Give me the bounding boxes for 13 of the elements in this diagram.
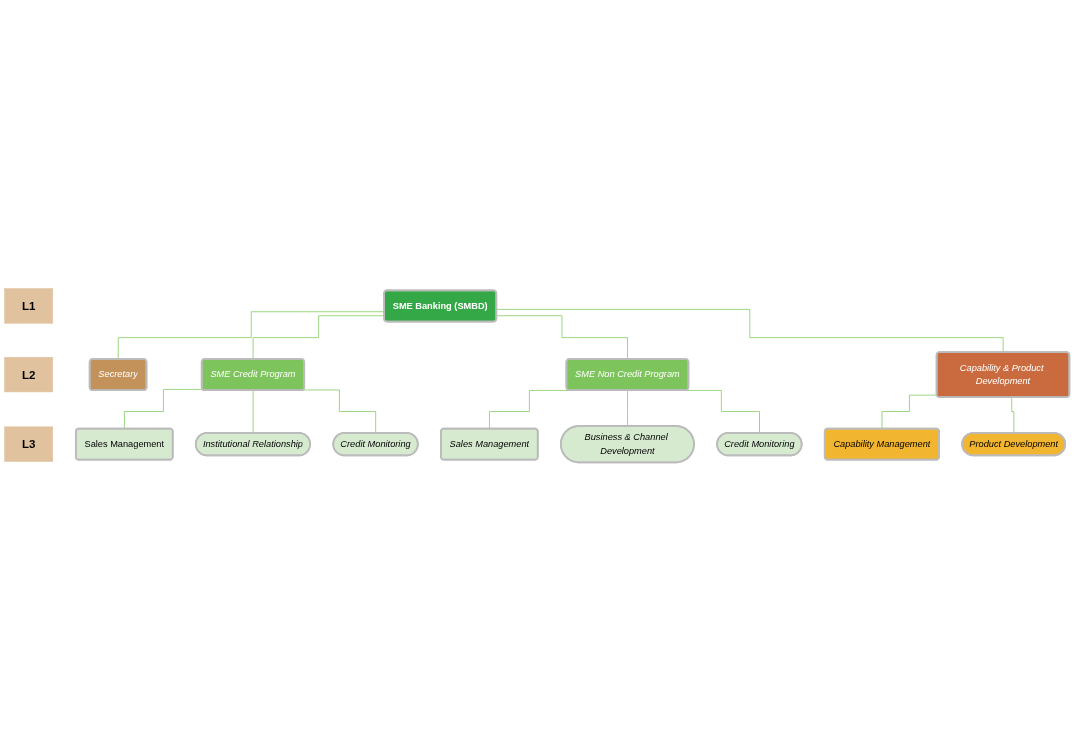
node-box: L1: [4, 288, 54, 324]
connector: [252, 390, 254, 434]
connector: [496, 315, 629, 360]
connector: [496, 308, 1004, 353]
node-box: L2: [4, 357, 54, 393]
connector: [627, 390, 629, 427]
connector: [302, 389, 377, 434]
connector: [117, 311, 385, 360]
connector: [252, 315, 385, 360]
node-box: L3: [4, 426, 54, 462]
connector: [881, 394, 938, 430]
connector: [1009, 397, 1015, 434]
connector: [123, 389, 204, 430]
